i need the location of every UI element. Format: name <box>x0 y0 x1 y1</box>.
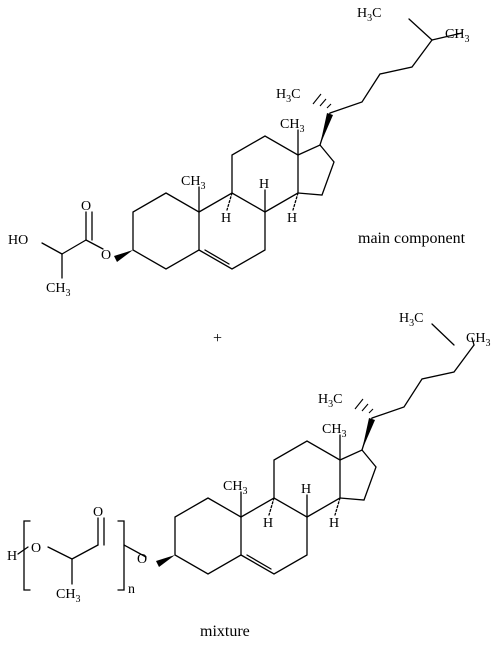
oxygen-label: O <box>101 248 111 263</box>
methyl-label: CH3 <box>280 117 304 135</box>
methyl-label: CH3 <box>466 331 490 349</box>
main-component-caption: main component <box>358 230 466 247</box>
hashed-bond <box>312 93 332 109</box>
oxygen-label: O <box>93 505 103 520</box>
plus-sign: + <box>213 330 222 347</box>
methyl-label: CH3 <box>181 174 205 192</box>
main-component-structure: H3C CH3 H3C CH3 CH3 H H H O O HO CH3 <box>8 6 469 299</box>
hydrogen-label: H <box>329 516 339 531</box>
mixture-structure: H3C CH3 H3C CH3 CH3 H H H O O O H CH3 n <box>7 311 490 605</box>
hydrogen-label: H <box>221 211 231 226</box>
methyl-label: H3C <box>276 87 300 105</box>
hydrogen-label: H <box>259 177 269 192</box>
hydroxyl-label: HO <box>8 233 28 248</box>
methyl-label: CH3 <box>46 281 70 299</box>
hydrogen-label: H <box>287 211 297 226</box>
methyl-label: CH3 <box>322 422 346 440</box>
oxygen-label: O <box>81 199 91 214</box>
hydrogen-label: H <box>263 516 273 531</box>
methyl-label: H3C <box>318 392 342 410</box>
methyl-label: CH3 <box>445 27 469 45</box>
hydrogen-label: H <box>301 482 311 497</box>
hashed-bond <box>354 398 374 414</box>
oxygen-label: O <box>31 541 41 556</box>
repeat-index-label: n <box>128 582 135 597</box>
methyl-label: H3C <box>357 6 381 24</box>
methyl-label: CH3 <box>223 479 247 497</box>
mixture-caption: mixture <box>200 623 250 640</box>
methyl-label: CH3 <box>56 587 80 605</box>
methyl-label: H3C <box>399 311 423 329</box>
hydrogen-label: H <box>7 549 17 564</box>
oxygen-label: O <box>137 552 147 567</box>
